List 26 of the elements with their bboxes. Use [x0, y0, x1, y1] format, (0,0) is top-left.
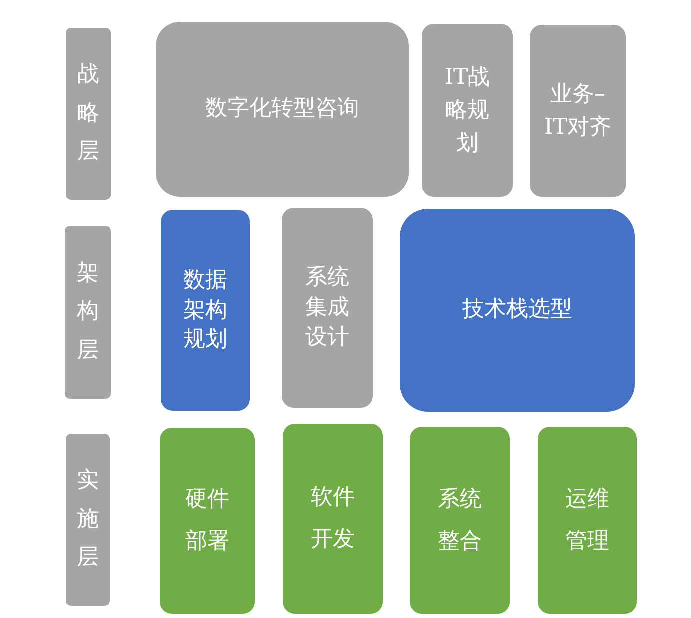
module-box [161, 210, 250, 411]
module-label: 数据架构规划 [182, 266, 228, 354]
module-label: 软件开发 [310, 484, 356, 554]
module-label: 系统集成设计 [304, 264, 350, 352]
module-box [283, 424, 383, 614]
module-label: 技术栈选型 [462, 296, 572, 324]
module-label: 数字化转型咨询 [206, 95, 360, 124]
module-box [282, 208, 373, 408]
layer-box [66, 28, 111, 200]
module-label: 运维管理 [564, 486, 610, 556]
layer-box [66, 434, 110, 606]
layer-label: 架构层 [77, 260, 99, 365]
module-box [410, 427, 510, 614]
module-box [156, 22, 409, 197]
module-box [538, 427, 637, 614]
layer-label: 战略层 [78, 61, 100, 166]
module-label: IT战略规划 [444, 64, 492, 158]
layer-label: 实施层 [77, 467, 99, 572]
module-box [400, 209, 635, 412]
module-label: 系统整合 [436, 486, 483, 556]
module-label: 业务–IT对齐 [543, 81, 613, 142]
module-box [422, 24, 513, 197]
module-label: 硬件部署 [184, 486, 230, 556]
module-box [530, 25, 626, 197]
module-box [160, 428, 255, 614]
layer-box [65, 226, 111, 399]
